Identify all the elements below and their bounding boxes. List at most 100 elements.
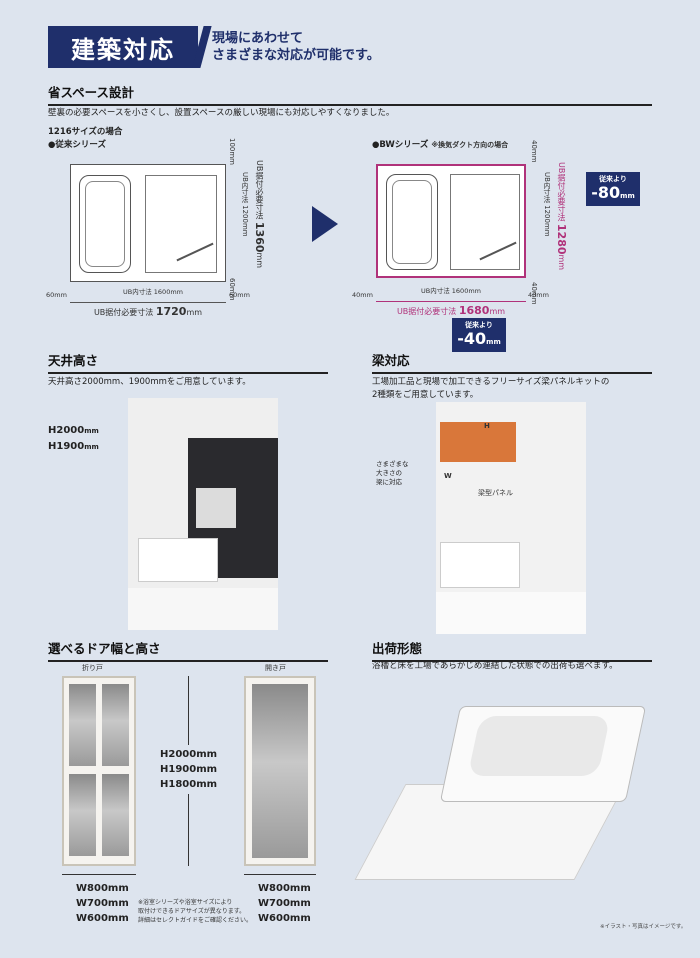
- ceiling-h2000-unit: mm: [84, 427, 99, 435]
- space-description: 壁裏の必要スペースを小さくし、設置スペースの厳しい現場にも対応しやすくなりました…: [48, 108, 395, 118]
- swing-door-image: [244, 676, 316, 866]
- beam-size-note-line3: 梁に対応: [376, 478, 402, 486]
- ceiling-mirror: [196, 488, 236, 528]
- old-outer-height: UB据付必要寸法 1360mm: [253, 160, 266, 268]
- old-side-right: 60mm: [229, 291, 250, 299]
- width-badge-label: 従来より: [465, 321, 493, 329]
- width-badge-value: -40: [457, 329, 487, 348]
- shipping-description: 浴槽と床を工場であらかじめ連結した状態での出荷も選べます。: [372, 661, 618, 671]
- bw-inner-width: UB内寸法 1600mm: [421, 287, 481, 295]
- bw-series-label: ●BWシリーズ ※換気ダクト方向の場合: [372, 139, 508, 152]
- shipping-unit-illustration: [354, 700, 647, 910]
- fold-width-700: W700mm: [76, 898, 129, 909]
- old-outer-height-unit: mm: [255, 252, 264, 269]
- bw-series-name: ●BWシリーズ: [372, 140, 429, 150]
- section-title-space: 省スペース設計: [48, 82, 652, 106]
- beam-h-label: H: [484, 422, 490, 430]
- ceiling-floor: [128, 588, 278, 630]
- swing-width-line: [244, 874, 316, 875]
- fold-width-800: W800mm: [76, 883, 129, 894]
- bw-outer-width-value: 1680: [458, 304, 490, 317]
- ceiling-description: 天井高さ2000mm、1900mmをご用意しています。: [48, 377, 251, 387]
- door-height-2000: H2000mm: [160, 749, 218, 760]
- bw-wash-area: [450, 174, 520, 270]
- old-outer-width-value: 1720: [155, 305, 187, 318]
- beam-w-label: W: [444, 472, 452, 480]
- bw-bathtub: [386, 174, 438, 270]
- section-title-beam: 梁対応: [372, 350, 652, 374]
- ceiling-h2000-value: H2000: [48, 425, 85, 436]
- door-size-note-line3: 詳細はセレクトガイドをご確認ください。: [138, 917, 253, 924]
- bw-outer-height: UB据付必要寸法 1280mm: [555, 162, 568, 270]
- arrow-right-icon: [312, 206, 338, 242]
- bw-side-left: 40mm: [352, 291, 373, 299]
- old-top-gap: 100mm: [228, 138, 236, 165]
- width-badge-value-row: -40mm: [452, 330, 506, 351]
- fold-door-pane-bottom-left: [69, 774, 96, 856]
- old-bottom-gap: 60mm: [228, 278, 236, 301]
- image-disclaimer: ※イラスト・写真はイメージです。: [600, 924, 687, 930]
- old-outer-width-unit: mm: [186, 308, 203, 317]
- swing-width-800: W800mm: [258, 883, 311, 894]
- bw-floor-plan: [376, 164, 526, 278]
- bw-side-right: 40mm: [528, 291, 549, 299]
- section-title-shipping: 出荷形態: [372, 638, 652, 662]
- case-label: 1216サイズの場合: [48, 127, 123, 137]
- swing-door-pane: [252, 684, 308, 858]
- old-outer-width-line: [70, 302, 226, 303]
- old-inner-height: UB内寸法 1200mm: [241, 172, 249, 237]
- width-badge-unit: mm: [486, 338, 501, 346]
- ceiling-h1900-value: H1900: [48, 441, 85, 452]
- old-series-label: ●従来シリーズ: [48, 140, 106, 150]
- beam-description-line1: 工場加工品と現場で加工できるフリーサイズ梁パネルキットの: [372, 377, 610, 387]
- door-height-options: H2000mm H1900mm H1800mm: [160, 745, 218, 794]
- door-height-1900: H1900mm: [160, 764, 218, 775]
- shipping-bathtub-basin: [467, 716, 611, 776]
- fold-door-widths: W800mm W700mm W600mm: [76, 881, 129, 926]
- ceiling-h1900: H1900mm: [48, 439, 99, 455]
- door-size-note-line2: 取付けできるドアサイズが異なります。: [138, 908, 246, 915]
- bw-outer-width-label: UB据付必要寸法: [396, 307, 457, 316]
- bw-outer-width: UB据付必要寸法 1680mm: [376, 304, 526, 317]
- bw-outer-height-unit: mm: [557, 254, 566, 271]
- swing-door-label: 開き戸: [265, 664, 286, 672]
- old-floor-plan: [70, 164, 226, 282]
- ceiling-h2000: H2000mm: [48, 423, 99, 439]
- bw-series-note: ※換気ダクト方向の場合: [431, 141, 509, 149]
- old-bathtub-inner: [85, 181, 125, 267]
- bw-inner-height: UB内寸法 1200mm: [543, 172, 551, 237]
- old-side-left: 60mm: [46, 291, 67, 299]
- beam-bathtub: [440, 542, 520, 588]
- fold-door-pane-top-left: [69, 684, 96, 766]
- old-outer-height-value: 1360: [253, 221, 266, 253]
- ceiling-bathtub: [138, 538, 218, 582]
- bw-bottom-gap: 40mm: [530, 282, 538, 305]
- height-reduction-badge: 従来より -80mm: [586, 172, 640, 206]
- ceiling-bathroom-photo: [128, 398, 278, 630]
- beam-size-note-line2: 大きさの: [376, 469, 402, 477]
- bw-outer-width-unit: mm: [489, 307, 506, 316]
- section-title-doors: 選べるドア幅と高さ: [48, 638, 328, 662]
- door-size-note: ※浴室シリーズや浴室サイズにより 取付けできるドアサイズが異なります。 詳細はセ…: [138, 898, 252, 925]
- beam-panel: [440, 422, 516, 462]
- page-subtitle-line2: さまざまな対応が可能です。: [212, 48, 380, 63]
- beam-floor: [436, 592, 586, 634]
- beam-description: 工場加工品と現場で加工できるフリーサイズ梁パネルキットの 2種類をご用意していま…: [372, 376, 609, 402]
- beam-size-note: さまざまな 大きさの 梁に対応: [376, 460, 409, 487]
- beam-bathroom-illustration: [436, 402, 586, 634]
- old-outer-width-label: UB据付必要寸法: [93, 308, 154, 317]
- old-wash-area: [145, 175, 217, 273]
- width-reduction-badge: 従来より -40mm: [452, 318, 506, 352]
- old-outer-height-label: UB据付必要寸法: [255, 160, 264, 220]
- height-badge-unit: mm: [620, 192, 635, 200]
- old-outer-width: UB据付必要寸法 1720mm: [70, 305, 226, 318]
- door-size-note-line1: ※浴室シリーズや浴室サイズにより: [138, 899, 233, 906]
- fold-door-label: 折り戸: [82, 664, 103, 672]
- section-title-ceiling: 天井高さ: [48, 350, 328, 374]
- page-subtitle: 現場にあわせて さまざまな対応が可能です。: [212, 30, 380, 64]
- height-badge-label: 従来より: [599, 175, 627, 183]
- fold-door-pane-top-right: [102, 684, 129, 766]
- beam-description-line2: 2種類をご用意しています。: [372, 390, 479, 400]
- old-inner-width: UB内寸法 1600mm: [123, 288, 183, 296]
- door-height-1800: H1800mm: [160, 779, 218, 790]
